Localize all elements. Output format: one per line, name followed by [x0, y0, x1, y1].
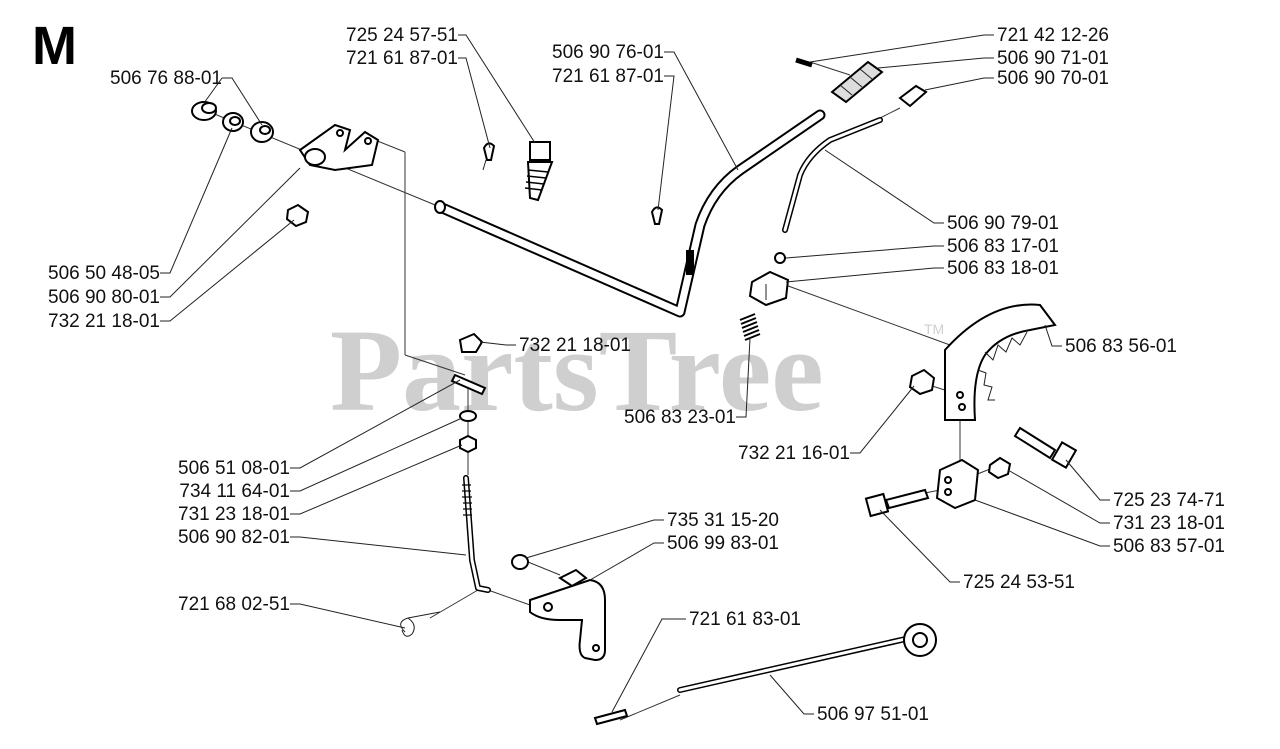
- part-label: 506 97 51-01: [817, 704, 929, 725]
- part-label: 506 76 88-01: [110, 68, 222, 89]
- part-label: 506 90 80-01: [48, 287, 160, 308]
- part-label: 721 61 87-01: [346, 48, 458, 69]
- part-label: 506 90 70-01: [997, 68, 1109, 89]
- part-label: 731 23 18-01: [178, 504, 290, 525]
- part-label: 506 90 71-01: [997, 48, 1109, 69]
- part-label: 506 83 18-01: [947, 258, 1059, 279]
- part-label: 506 83 56-01: [1065, 336, 1177, 357]
- part-label: 725 24 57-51: [346, 25, 458, 46]
- part-label: 721 42 12-26: [997, 25, 1109, 46]
- part-label: 506 90 76-01: [552, 42, 664, 63]
- part-label: 721 61 83-01: [689, 609, 801, 630]
- part-label: 506 50 48-05: [48, 263, 160, 284]
- part-label: 725 24 53-51: [963, 572, 1075, 593]
- part-label: 506 83 57-01: [1113, 536, 1225, 557]
- part-label: 732 21 18-01: [519, 335, 631, 356]
- part-label: 721 61 87-01: [552, 66, 664, 87]
- part-label: 725 23 74-71: [1113, 490, 1225, 511]
- part-label: 506 90 82-01: [178, 527, 290, 548]
- part-number-labels: 725 24 57-51 721 61 87-01 506 76 88-01 5…: [48, 25, 1225, 725]
- part-label: 506 83 23-01: [624, 407, 736, 428]
- part-label: 506 51 08-01: [178, 458, 290, 479]
- part-label: 506 90 79-01: [947, 213, 1059, 234]
- part-label: 721 68 02-51: [178, 594, 290, 615]
- part-label: 732 21 18-01: [48, 311, 160, 332]
- part-label: 734 11 64-01: [179, 481, 290, 502]
- leader-lines: [160, 34, 1110, 715]
- part-label: 506 99 83-01: [667, 533, 779, 554]
- part-label: 735 31 15-20: [667, 510, 779, 531]
- part-label: 506 83 17-01: [947, 236, 1059, 257]
- section-letter: M: [32, 16, 77, 76]
- watermark-trademark: TM: [924, 321, 944, 337]
- part-drawings: [191, 57, 1078, 726]
- part-label: 731 23 18-01: [1113, 513, 1225, 534]
- watermark-text: PartsTree: [330, 305, 824, 436]
- part-label: 732 21 16-01: [738, 443, 850, 464]
